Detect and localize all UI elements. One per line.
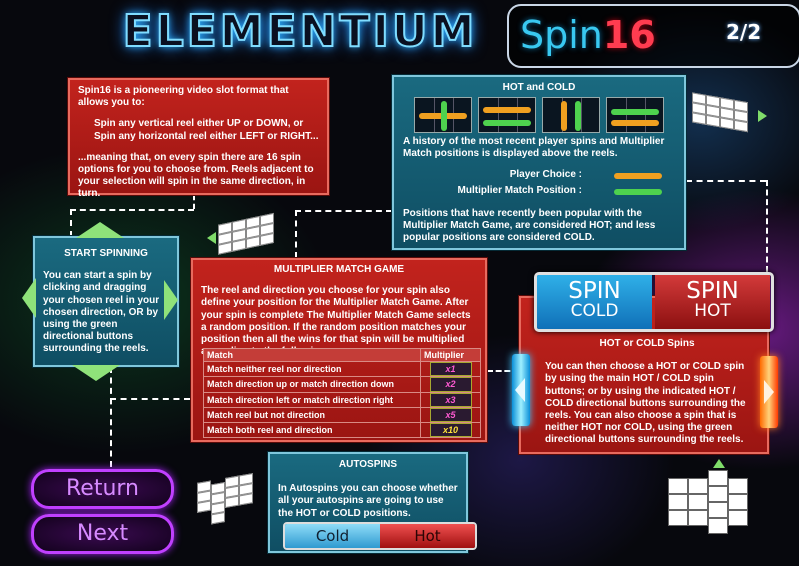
spin-hot-top-label: SPIN	[686, 278, 739, 304]
legend-multiplier-position-label: Multiplier Match Position :	[457, 185, 582, 196]
table-row: Match direction left or match direction …	[203, 391, 481, 408]
spin16-header-frame	[507, 4, 799, 68]
connector-line	[110, 398, 190, 400]
match-cell: Match reel but not direction	[203, 406, 421, 424]
spin-cold-button[interactable]: SPIN COLD	[537, 275, 652, 329]
spin-hot-bottom-label: HOT	[694, 301, 731, 321]
table-row: Match reel but not direction x5	[203, 406, 481, 424]
connector-line	[686, 180, 766, 182]
table-row: Match direction up or match direction do…	[203, 376, 481, 393]
arrow-right-icon[interactable]	[164, 280, 178, 320]
arrow-up-icon[interactable]	[76, 222, 124, 238]
history-reel	[478, 97, 536, 133]
hot-cold-explanation: Positions that have recently been popula…	[403, 208, 656, 244]
hot-cold-title: HOT and COLD	[502, 82, 576, 93]
elementium-logo: ELEMENTIUM	[122, 5, 478, 58]
spin-buttons-group: SPIN COLD SPIN HOT	[534, 272, 774, 332]
hot-cold-panel: HOT and COLD A history	[392, 75, 686, 250]
intro-spin-options: ...meaning that, on every spin there are…	[78, 151, 314, 200]
table-row: Match neither reel nor direction x1	[203, 361, 481, 378]
intro-text: Spin16 is a pioneering video slot format…	[78, 85, 289, 109]
table-row: Match both reel and direction x10	[203, 422, 481, 439]
connector-line	[70, 209, 72, 237]
next-button[interactable]: Next	[31, 514, 174, 554]
arrow-left-icon[interactable]	[22, 278, 36, 318]
arrow-right-icon	[764, 380, 774, 404]
multiplier-value: x5	[429, 407, 472, 423]
connector-line	[295, 210, 297, 258]
intro-vertical-option: Spin any vertical reel either UP or DOWN…	[94, 118, 304, 130]
multiplier-match-panel: MULTIPLIER MATCH GAME The reel and direc…	[191, 258, 487, 442]
match-cell: Match direction up or match direction do…	[203, 376, 421, 393]
arrow-left-icon	[207, 232, 216, 244]
autospins-title: AUTOSPINS	[338, 459, 398, 470]
hot-cold-history-text: A history of the most recent player spin…	[403, 136, 665, 160]
reel-diagram-icon	[218, 211, 282, 255]
autospin-cold-hot-toggle: Cold Hot	[283, 522, 477, 550]
multiplier-table: Match Multiplier Match neither reel nor …	[203, 347, 481, 439]
connector-line	[295, 210, 392, 212]
arrow-right-icon	[758, 110, 767, 122]
arrow-down-icon[interactable]	[72, 365, 120, 381]
start-spinning-panel: START SPINNING You can start a spin by c…	[33, 236, 179, 367]
connector-line	[193, 195, 195, 209]
history-reel	[414, 97, 472, 133]
page-indicator: 2/2	[726, 20, 762, 44]
arrow-up-icon	[713, 459, 725, 468]
multiplier-position-arrow-icon	[614, 189, 662, 195]
multiplier-position-arrow-icon	[441, 101, 447, 131]
multiplier-position-arrow-icon	[483, 120, 531, 126]
intro-horizontal-option: Spin any horizontal reel either LEFT or …	[94, 130, 319, 142]
spin16-logo-text: Spin	[520, 13, 603, 57]
spin-cold-top-label: SPIN	[568, 278, 621, 304]
multiplier-value: x10	[429, 423, 472, 438]
multiplier-value: x2	[429, 377, 472, 392]
spin16-logo-number: 16	[602, 13, 656, 57]
player-choice-arrow-icon	[483, 107, 531, 113]
table-header-row: Match Multiplier	[203, 347, 481, 363]
autospin-cold-button[interactable]: Cold	[285, 524, 380, 548]
reel-diagram-icon	[668, 470, 768, 534]
multiplier-position-arrow-icon	[575, 101, 581, 131]
intro-panel: Spin16 is a pioneering video slot format…	[68, 78, 329, 199]
history-reel	[542, 97, 600, 133]
hot-cold-spins-title: HOT or COLD Spins	[599, 338, 695, 349]
legend-multiplier-position: Multiplier Match Position :	[442, 185, 692, 197]
multiplier-value: x3	[429, 392, 472, 407]
start-spinning-title: START SPINNING	[64, 248, 148, 259]
column-header-multiplier: Multiplier	[420, 347, 481, 363]
start-spinning-text: You can start a spin by clicking and dra…	[43, 270, 160, 355]
legend-player-choice-label: Player Choice :	[509, 169, 582, 180]
connector-line	[766, 180, 768, 272]
spin-history-strip	[414, 97, 666, 133]
match-cell: Match neither reel nor direction	[203, 361, 421, 378]
autospins-text: In Autospins you can choose whether all …	[278, 483, 458, 519]
player-choice-arrow-icon	[614, 173, 662, 179]
player-choice-arrow-icon	[561, 101, 567, 131]
connector-line	[110, 367, 112, 467]
legend-player-choice: Player Choice :	[442, 169, 692, 181]
autospin-hot-button[interactable]: Hot	[380, 524, 475, 548]
reel-diagram-icon	[197, 473, 253, 527]
match-cell: Match direction left or match direction …	[203, 391, 421, 408]
multiplier-match-title: MULTIPLIER MATCH GAME	[273, 264, 405, 275]
history-reel	[606, 97, 664, 133]
multiplier-value: x1	[429, 362, 472, 377]
reel-diagram-icon	[692, 92, 756, 133]
match-cell: Match both reel and direction	[203, 422, 421, 439]
arrow-left-icon	[515, 378, 525, 402]
hot-cold-spins-text: You can then choose a HOT or COLD spin b…	[545, 361, 746, 446]
column-header-match: Match	[203, 347, 421, 363]
spin16-logo: Spin16	[520, 8, 700, 62]
spin-hot-button[interactable]: SPIN HOT	[655, 275, 770, 329]
connector-line	[70, 209, 194, 211]
spin-cold-bottom-label: COLD	[570, 301, 619, 321]
multiplier-position-arrow-icon	[611, 109, 659, 115]
return-button[interactable]: Return	[31, 469, 174, 509]
player-choice-arrow-icon	[611, 120, 659, 126]
connector-line	[487, 370, 519, 372]
